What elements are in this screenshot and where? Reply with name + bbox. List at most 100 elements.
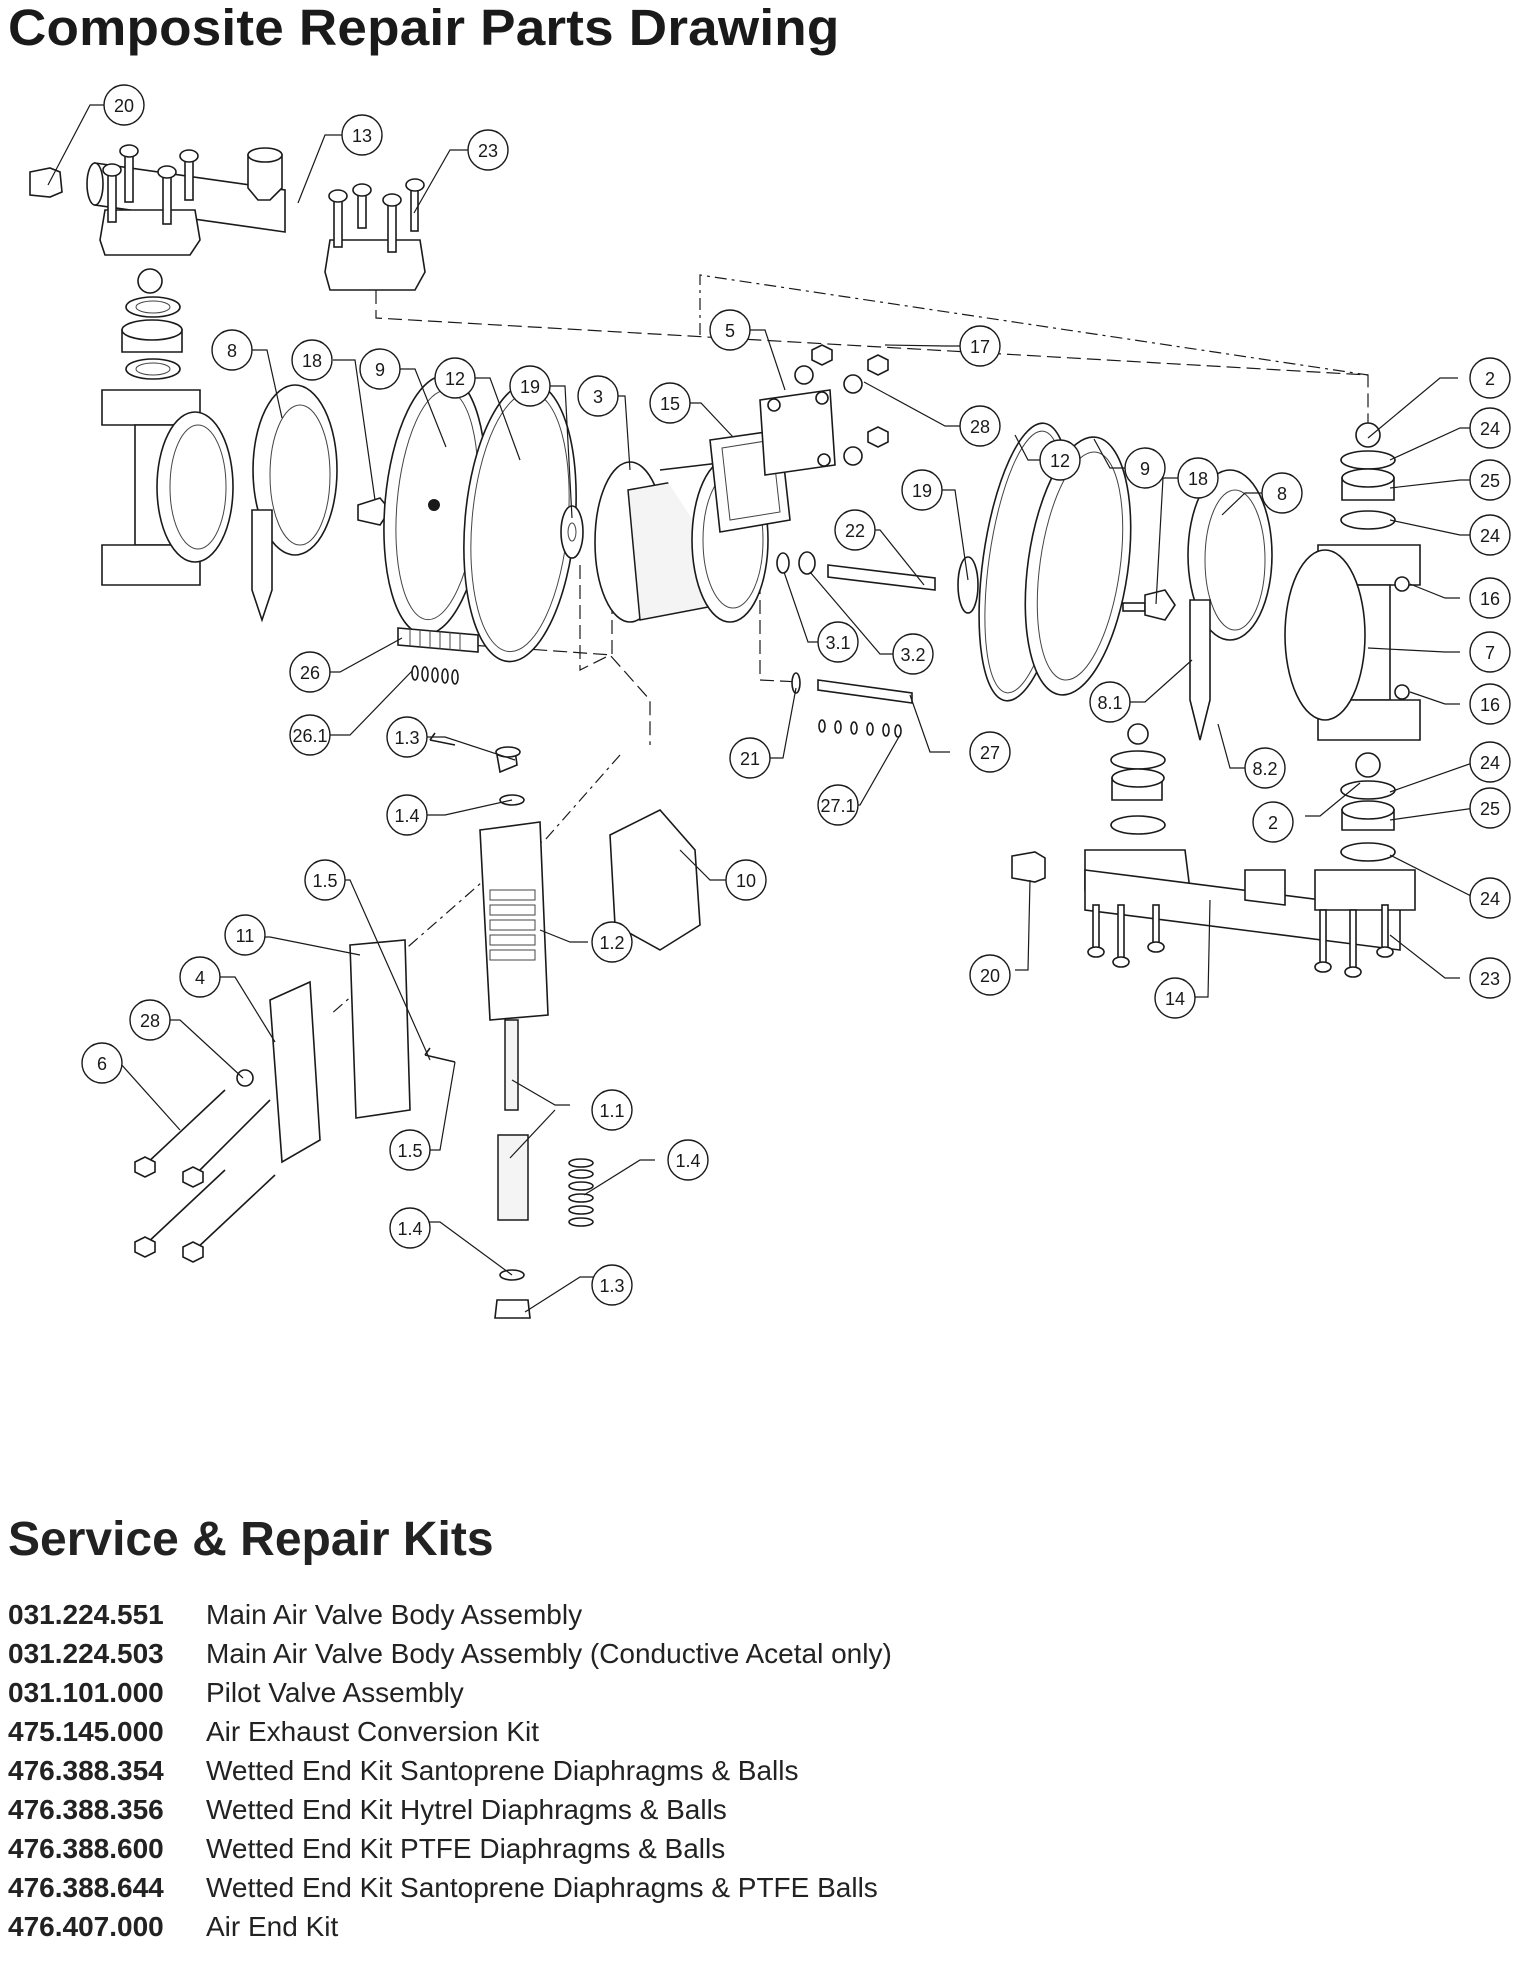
callout-6: 6 <box>81 1042 123 1084</box>
callout-circle <box>709 309 751 351</box>
callout-19: 19 <box>509 365 551 407</box>
callout-13: 13 <box>341 114 383 156</box>
callout-11: 11 <box>224 914 266 956</box>
kit-description: Pilot Valve Assembly <box>206 1676 464 1708</box>
callout-1-2: 1.2 <box>591 921 633 963</box>
callout-circle <box>1124 447 1166 489</box>
callout-circle <box>591 921 633 963</box>
callout-circle <box>959 325 1001 367</box>
callout-3-1: 3.1 <box>817 621 859 663</box>
callout-18: 18 <box>291 339 333 381</box>
callout-label: 28 <box>970 417 990 437</box>
callout-label: 12 <box>1050 451 1070 471</box>
callout-circle <box>1469 577 1511 619</box>
callout-label: 1.4 <box>675 1151 700 1171</box>
pilot-spool <box>791 672 913 738</box>
callout-label: 17 <box>970 337 990 357</box>
callout-label: 24 <box>1480 889 1500 909</box>
callout-label: 20 <box>980 966 1000 986</box>
callout-14: 14 <box>1154 977 1196 1019</box>
callout-circle <box>591 1089 633 1131</box>
callout-circle <box>129 999 171 1041</box>
callout-label: 9 <box>375 360 385 380</box>
callout-circle <box>1244 747 1286 789</box>
callout-label: 1.5 <box>312 871 337 891</box>
upper-manifold <box>86 144 426 291</box>
kit-number: 476.388.600 <box>8 1832 164 1864</box>
callout-26: 26 <box>289 651 331 693</box>
callout-24: 24 <box>1469 514 1511 556</box>
callout-label: 1.4 <box>397 1219 422 1239</box>
callout-circle <box>211 329 253 371</box>
callout-circle <box>1089 681 1131 723</box>
callout-label: 3 <box>593 387 603 407</box>
shaft-and-bushings <box>776 551 979 614</box>
callout-label: 27.1 <box>820 796 855 816</box>
kit-number: 475.145.000 <box>8 1715 164 1747</box>
callout-circle <box>729 737 771 779</box>
callout-label: 1.1 <box>599 1101 624 1121</box>
callout-label: 7 <box>1485 643 1495 663</box>
right-outer-chamber <box>1284 422 1421 741</box>
callout-circle <box>817 784 859 826</box>
callout-23: 23 <box>467 129 509 171</box>
callout-label: 1.2 <box>599 933 624 953</box>
callout-label: 12 <box>445 369 465 389</box>
callout-18: 18 <box>1177 457 1219 499</box>
callout-circle <box>577 375 619 417</box>
callout-label: 2 <box>1485 369 1495 389</box>
callout-25: 25 <box>1469 459 1511 501</box>
callout-1-3: 1.3 <box>386 716 428 758</box>
callout-label: 24 <box>1480 419 1500 439</box>
callout-20: 20 <box>103 84 145 126</box>
callout-5: 5 <box>709 309 751 351</box>
left-diaphragm-group <box>357 374 584 663</box>
callout-label: 1.3 <box>599 1276 624 1296</box>
callout-label: 20 <box>114 96 134 116</box>
callout-3-2: 3.2 <box>892 633 934 675</box>
callout-circle <box>289 651 331 693</box>
callout-label: 25 <box>1480 471 1500 491</box>
callout-circle <box>434 357 476 399</box>
callout-label: 1.5 <box>397 1141 422 1161</box>
callout-label: 19 <box>520 377 540 397</box>
callout-8: 8 <box>211 329 253 371</box>
callout-circle <box>969 954 1011 996</box>
callout-24: 24 <box>1469 741 1511 783</box>
callout-circle <box>1469 957 1511 999</box>
callout-circle <box>1469 459 1511 501</box>
callout-1-4: 1.4 <box>389 1207 431 1249</box>
callout-label: 23 <box>478 141 498 161</box>
muffler-spring <box>397 627 479 685</box>
callout-label: 28 <box>140 1011 160 1031</box>
callout-circle <box>304 859 346 901</box>
kits-heading: Service & Repair Kits <box>8 1513 494 1566</box>
callout-3: 3 <box>577 375 619 417</box>
callout-label: 26 <box>300 663 320 683</box>
callout-circle <box>1469 787 1511 829</box>
callout-24: 24 <box>1469 407 1511 449</box>
callout-label: 8 <box>1277 484 1287 504</box>
callout-circle <box>667 1139 709 1181</box>
callout-label: 8.1 <box>1097 693 1122 713</box>
callout-circle <box>291 339 333 381</box>
callout-circle <box>1469 683 1511 725</box>
callout-circle <box>649 382 691 424</box>
callout-label: 24 <box>1480 753 1500 773</box>
callout-10: 10 <box>725 859 767 901</box>
callout-label: 16 <box>1480 589 1500 609</box>
callout-circle <box>289 714 331 756</box>
callout-circle <box>341 114 383 156</box>
kit-description: Wetted End Kit Hytrel Diaphragms & Balls <box>206 1793 727 1825</box>
callout-27: 27 <box>969 731 1011 773</box>
